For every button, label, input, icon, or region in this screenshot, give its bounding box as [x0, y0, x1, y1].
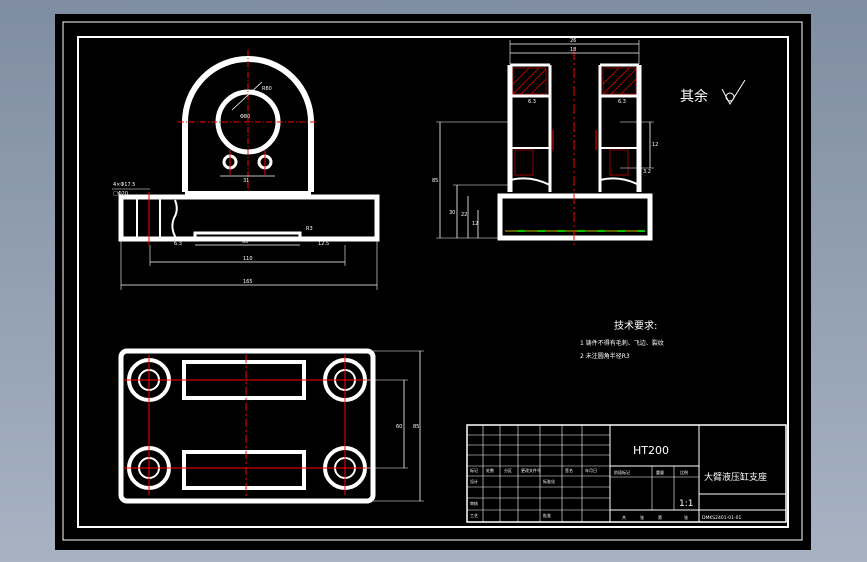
- top-view-outline: [118, 348, 376, 504]
- tb-drawing-number: DMKS2401-01-01: [702, 515, 741, 521]
- front-dim-base-inner: 60: [242, 239, 248, 245]
- front-base-outline: [118, 194, 380, 242]
- side-base-outline: [497, 193, 653, 241]
- side-dim-right-note: 3.2: [643, 169, 651, 175]
- tb-row-design: 设计: [470, 478, 478, 484]
- tb-sheet-unit-1: 张: [640, 514, 644, 520]
- top-center-lines: [124, 355, 370, 498]
- side-dim-h1: 30: [449, 210, 455, 216]
- side-dim-height-total: 85: [432, 178, 438, 184]
- side-dim-slot-width: 18: [570, 47, 576, 53]
- tb-header-mark: 标记: [470, 467, 478, 473]
- tb-header-zone: 分区: [504, 467, 512, 473]
- front-dim-base-total: 165: [243, 279, 253, 285]
- tb-right-weight: 重量: [656, 469, 664, 475]
- tb-sheet-total: 共: [622, 514, 626, 520]
- front-hole-label: 4×Φ17.5: [113, 182, 135, 188]
- tb-right-scale: 比例: [680, 469, 688, 475]
- top-slot-lower: [182, 450, 306, 490]
- tb-header-date: 年月日: [585, 467, 597, 473]
- front-view: R80 Φ80 31 4×Φ17.5 □Φ20 60 110 165 R3 6.…: [112, 50, 380, 290]
- front-dim-r-bottom: R3: [306, 226, 313, 232]
- side-rough-b: 6.3: [618, 99, 626, 105]
- tech-requirement-1: 1 铸件不得有毛刺、飞边、裂纹: [580, 339, 664, 347]
- outer-border: [62, 21, 803, 541]
- front-hole-counterbore: □Φ20: [113, 191, 128, 197]
- tb-right-stage: 阶段标记: [614, 469, 630, 475]
- title-block-border: [466, 424, 787, 523]
- top-dim-inner-height: 60: [396, 424, 402, 430]
- front-dim-bore-leader: [231, 81, 263, 111]
- tech-requirements-title: 技术要求:: [614, 319, 657, 332]
- tb-mid-standard: 标准化: [543, 478, 555, 484]
- side-hatch-left: [512, 67, 547, 95]
- tb-mid-approve: 批准: [543, 512, 551, 518]
- tech-requirement-2: 2 未注圆角半径R3: [580, 352, 630, 360]
- front-bottom-recess: [193, 231, 302, 239]
- side-hatch-right: [602, 67, 637, 95]
- tb-row-process: 工艺: [470, 513, 478, 518]
- tb-header-count: 处数: [486, 467, 494, 473]
- side-dim-top-width: 26: [570, 38, 576, 44]
- front-dim-top-radius: R80: [262, 86, 272, 92]
- roughness-symbol-icon: [721, 79, 746, 105]
- tb-row-review: 审核: [470, 500, 478, 506]
- drawing-area: [55, 14, 811, 550]
- front-dim-base-mid: 110: [243, 256, 253, 262]
- front-break-line: [171, 199, 178, 239]
- tb-scale: 1:1: [679, 499, 693, 509]
- side-dim-h2: 22: [461, 212, 467, 218]
- title-block: 标记 处数 分区 更改文件号 签名 年月日 设计 审核 工艺 标准化 批准 阶段…: [466, 424, 787, 523]
- front-rough-a: 6.3: [174, 241, 182, 247]
- side-dim-h3: 12: [472, 221, 478, 227]
- tb-part-name: 大臂液压缸支座: [704, 471, 767, 483]
- front-rough-b: 12.5: [318, 241, 329, 247]
- top-view: 60 85: [118, 348, 424, 504]
- tb-header-change: 更改文件号: [521, 467, 541, 473]
- side-rough-a: 6.3: [528, 99, 536, 105]
- side-view: 26 18 85 30 22 12 12 3.2 6.3 6.3: [432, 38, 658, 245]
- title-block-grid: [467, 425, 610, 522]
- front-dim-bore: Φ80: [240, 114, 250, 120]
- tb-sheet-unit-2: 张: [684, 514, 688, 520]
- side-hatch-lines: [512, 67, 637, 95]
- top-dim-outer-height: 85: [413, 424, 419, 430]
- roughness-note-text: 其余: [680, 88, 708, 105]
- tb-material: HT200: [633, 444, 669, 457]
- side-dim-right-small: 12: [652, 142, 658, 148]
- inner-frame: [77, 36, 789, 528]
- tb-header-sign: 签名: [565, 467, 573, 473]
- front-dim-hole-spacing: 31: [243, 178, 249, 184]
- tb-sheet-no: 第: [658, 514, 662, 520]
